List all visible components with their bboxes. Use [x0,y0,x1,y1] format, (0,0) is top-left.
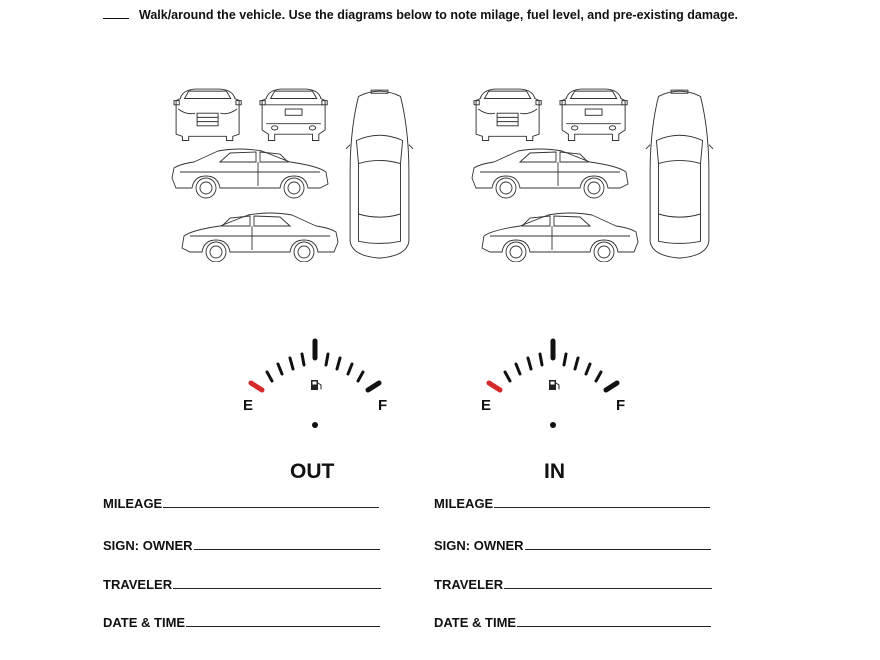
field-label: DATE & TIME [434,615,517,630]
gauge-empty-label: E [481,397,492,414]
field-label: TRAVELER [103,577,173,592]
field-label: DATE & TIME [103,615,186,630]
fuel-gauge-in[interactable]: E F [468,325,638,435]
gauge-full-label: F [616,397,626,414]
gauge-empty-label: E [243,397,254,414]
in-date-time-line[interactable] [517,625,712,627]
in-mileage-line[interactable] [494,506,711,508]
walkaround-checkbox-blank[interactable] [103,18,129,19]
out-date-time-line[interactable] [186,625,381,627]
out-traveler-line[interactable] [173,587,382,589]
out-mileage-field[interactable]: MILEAGE [103,496,380,511]
car-top-view [645,89,714,259]
fuel-gauge-out[interactable]: E F [230,325,400,435]
car-left-side-view [471,148,629,199]
in-date-time-field[interactable]: DATE & TIME [434,615,712,630]
in-mileage-field[interactable]: MILEAGE [434,496,711,511]
vehicle-diagram-out[interactable] [168,86,418,263]
car-left-side-view [171,148,329,199]
walkaround-instruction: Walk/around the vehicle. Use the diagram… [103,8,738,22]
in-sign-owner-line[interactable] [524,548,711,550]
field-label: SIGN: OWNER [103,538,193,553]
out-traveler-field[interactable]: TRAVELER [103,577,382,592]
in-sign-owner-field[interactable]: SIGN: OWNER [434,538,711,553]
car-front-view [173,88,242,141]
gauge-full-label: F [378,397,388,414]
car-top-view [345,89,414,259]
car-rear-view [259,88,328,141]
out-sign-owner-line[interactable] [193,548,380,550]
in-traveler-line[interactable] [504,587,713,589]
vehicle-diagram-in[interactable] [468,86,718,263]
car-front-view [473,88,542,141]
fuel-gauge-ticks [251,341,379,428]
car-right-side-view [481,212,639,263]
out-date-time-field[interactable]: DATE & TIME [103,615,381,630]
car-rear-view [559,88,628,141]
out-sign-owner-field[interactable]: SIGN: OWNER [103,538,380,553]
instruction-text: Walk/around the vehicle. Use the diagram… [139,8,738,22]
field-label: MILEAGE [434,496,494,511]
column-title-in: IN [544,460,565,483]
column-title-out: OUT [290,460,335,483]
in-traveler-field[interactable]: TRAVELER [434,577,713,592]
field-label: MILEAGE [103,496,163,511]
field-label: TRAVELER [434,577,504,592]
car-right-side-view [181,212,339,263]
fuel-gauge-ticks [489,341,617,428]
field-label: SIGN: OWNER [434,538,524,553]
out-mileage-line[interactable] [163,506,380,508]
